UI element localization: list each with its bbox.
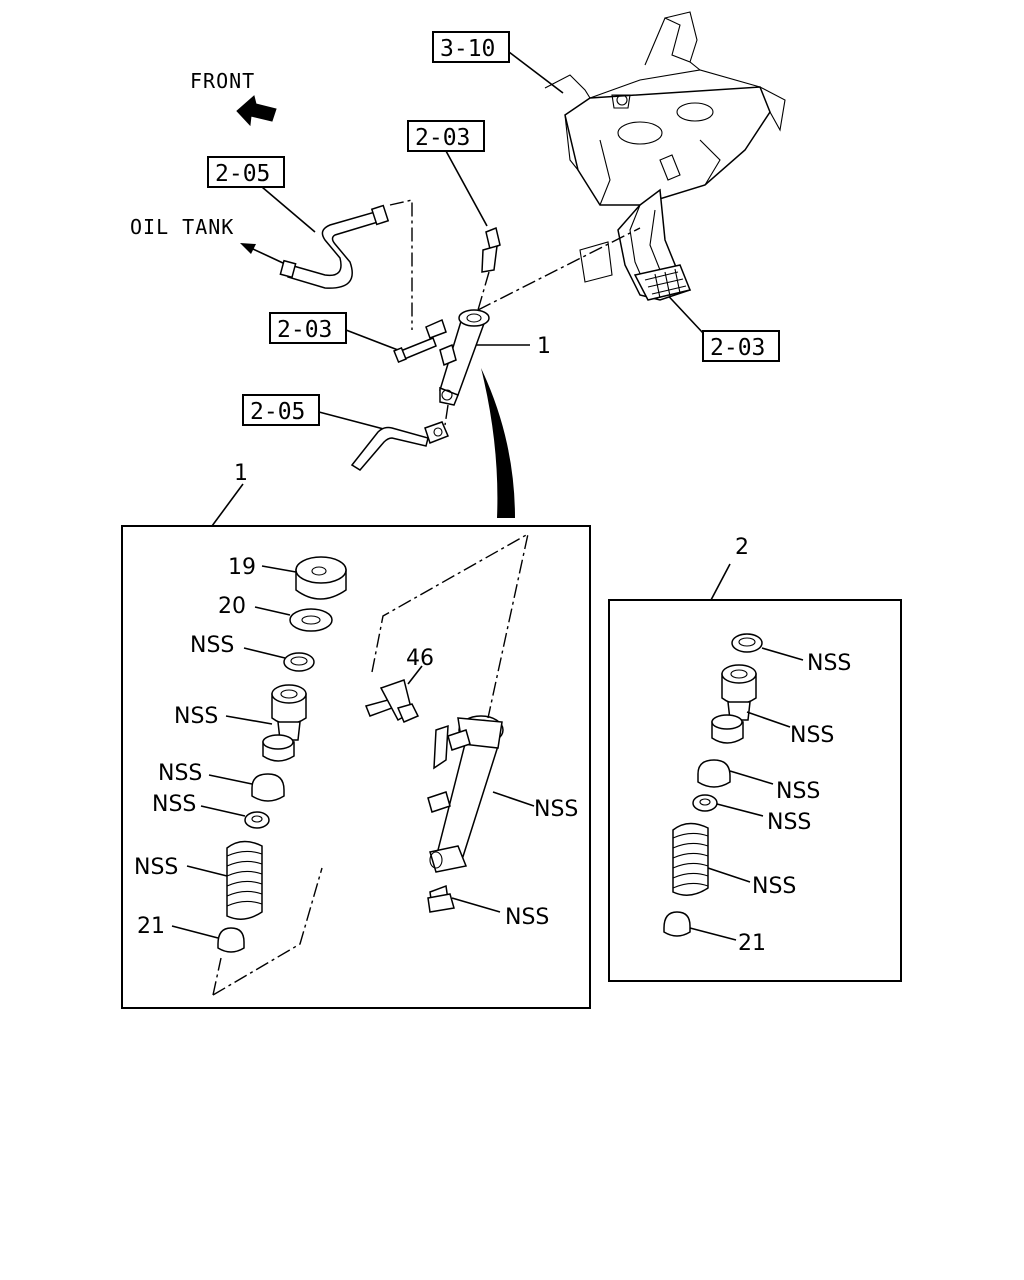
inset2-ring: NSS	[731, 633, 851, 676]
svg-text:1: 1	[234, 461, 248, 486]
svg-text:NSS: NSS	[767, 810, 811, 835]
svg-text:NSS: NSS	[152, 792, 196, 817]
svg-text:20: 20	[218, 594, 246, 619]
pedal-bracket	[544, 11, 786, 206]
svg-text:2-03: 2-03	[277, 317, 332, 343]
svg-text:NSS: NSS	[790, 723, 834, 748]
front-arrow-icon	[236, 95, 277, 127]
inset1-plug: NSS	[427, 884, 549, 930]
inset1-washer: 20	[218, 594, 333, 632]
inset2-piston: NSS	[711, 664, 834, 748]
inset1-guide-right	[371, 532, 530, 719]
svg-text:3-10: 3-10	[440, 36, 495, 62]
inset2-spring: NSS	[672, 822, 796, 899]
ref-box-pipe-upper: 2-03	[407, 120, 488, 227]
inset1-reservoir-cap: 19	[228, 555, 347, 600]
inset1-piston: NSS	[174, 684, 307, 762]
svg-text:2-03: 2-03	[710, 335, 765, 361]
upper-pipe	[477, 226, 501, 311]
svg-text:NSS: NSS	[776, 779, 820, 804]
oil-tank-arrow-icon	[240, 243, 284, 264]
ref-box-hose-upper: 2-05	[207, 156, 316, 233]
svg-text:21: 21	[738, 931, 766, 956]
inset-1-title: 1	[211, 461, 248, 527]
ref-box-pedal: 2-03	[659, 286, 780, 362]
inset1-ring: NSS	[190, 633, 315, 672]
inset1-guide-left	[212, 867, 323, 996]
inset-2-title: 2	[710, 535, 749, 601]
svg-text:NSS: NSS	[174, 704, 218, 729]
master-cylinder	[393, 309, 490, 406]
inset-1-frame	[121, 525, 591, 1009]
upper-hose	[279, 199, 413, 330]
inset1-seal: NSS	[152, 792, 270, 829]
inset-2-frame	[608, 599, 902, 982]
svg-text:NSS: NSS	[752, 874, 796, 899]
svg-text:NSS: NSS	[190, 633, 234, 658]
inset2-seal: NSS	[692, 794, 811, 835]
inset1-spring: NSS	[134, 840, 263, 920]
push-rod-line	[477, 227, 641, 311]
svg-text:NSS: NSS	[158, 761, 202, 786]
inset1-cylinder-body: NSS	[427, 715, 578, 873]
svg-text:2-05: 2-05	[215, 161, 270, 187]
inset-pointer-arrow	[481, 368, 515, 518]
svg-text:21: 21	[137, 914, 165, 939]
callout-cylinder-main: 1	[476, 334, 551, 359]
svg-text:NSS: NSS	[134, 855, 178, 880]
front-label: FRONT	[190, 69, 255, 93]
inset2-cup: NSS	[697, 759, 820, 804]
ref-box-hose-lower: 2-05	[242, 394, 396, 433]
ref-box-bolt: 2-03	[269, 312, 399, 351]
inset1-cup: NSS	[158, 761, 285, 802]
oil-tank-label: OIL TANK	[130, 215, 234, 239]
inset1-end-cap: 21	[137, 914, 245, 953]
svg-text:2: 2	[735, 535, 749, 560]
lower-hose	[350, 404, 449, 471]
svg-text:19: 19	[228, 555, 256, 580]
clutch-pedal	[579, 188, 692, 301]
svg-text:2-03: 2-03	[415, 125, 470, 151]
svg-text:NSS: NSS	[807, 651, 851, 676]
inset1-elbow: 46	[364, 646, 434, 723]
svg-text:NSS: NSS	[505, 905, 549, 930]
svg-text:46: 46	[406, 646, 434, 671]
ref-box-bracket: 3-10	[432, 31, 564, 94]
svg-text:1: 1	[537, 334, 551, 359]
svg-text:2-05: 2-05	[250, 399, 305, 425]
svg-text:NSS: NSS	[534, 797, 578, 822]
inset2-end-cap: 21	[663, 911, 766, 956]
